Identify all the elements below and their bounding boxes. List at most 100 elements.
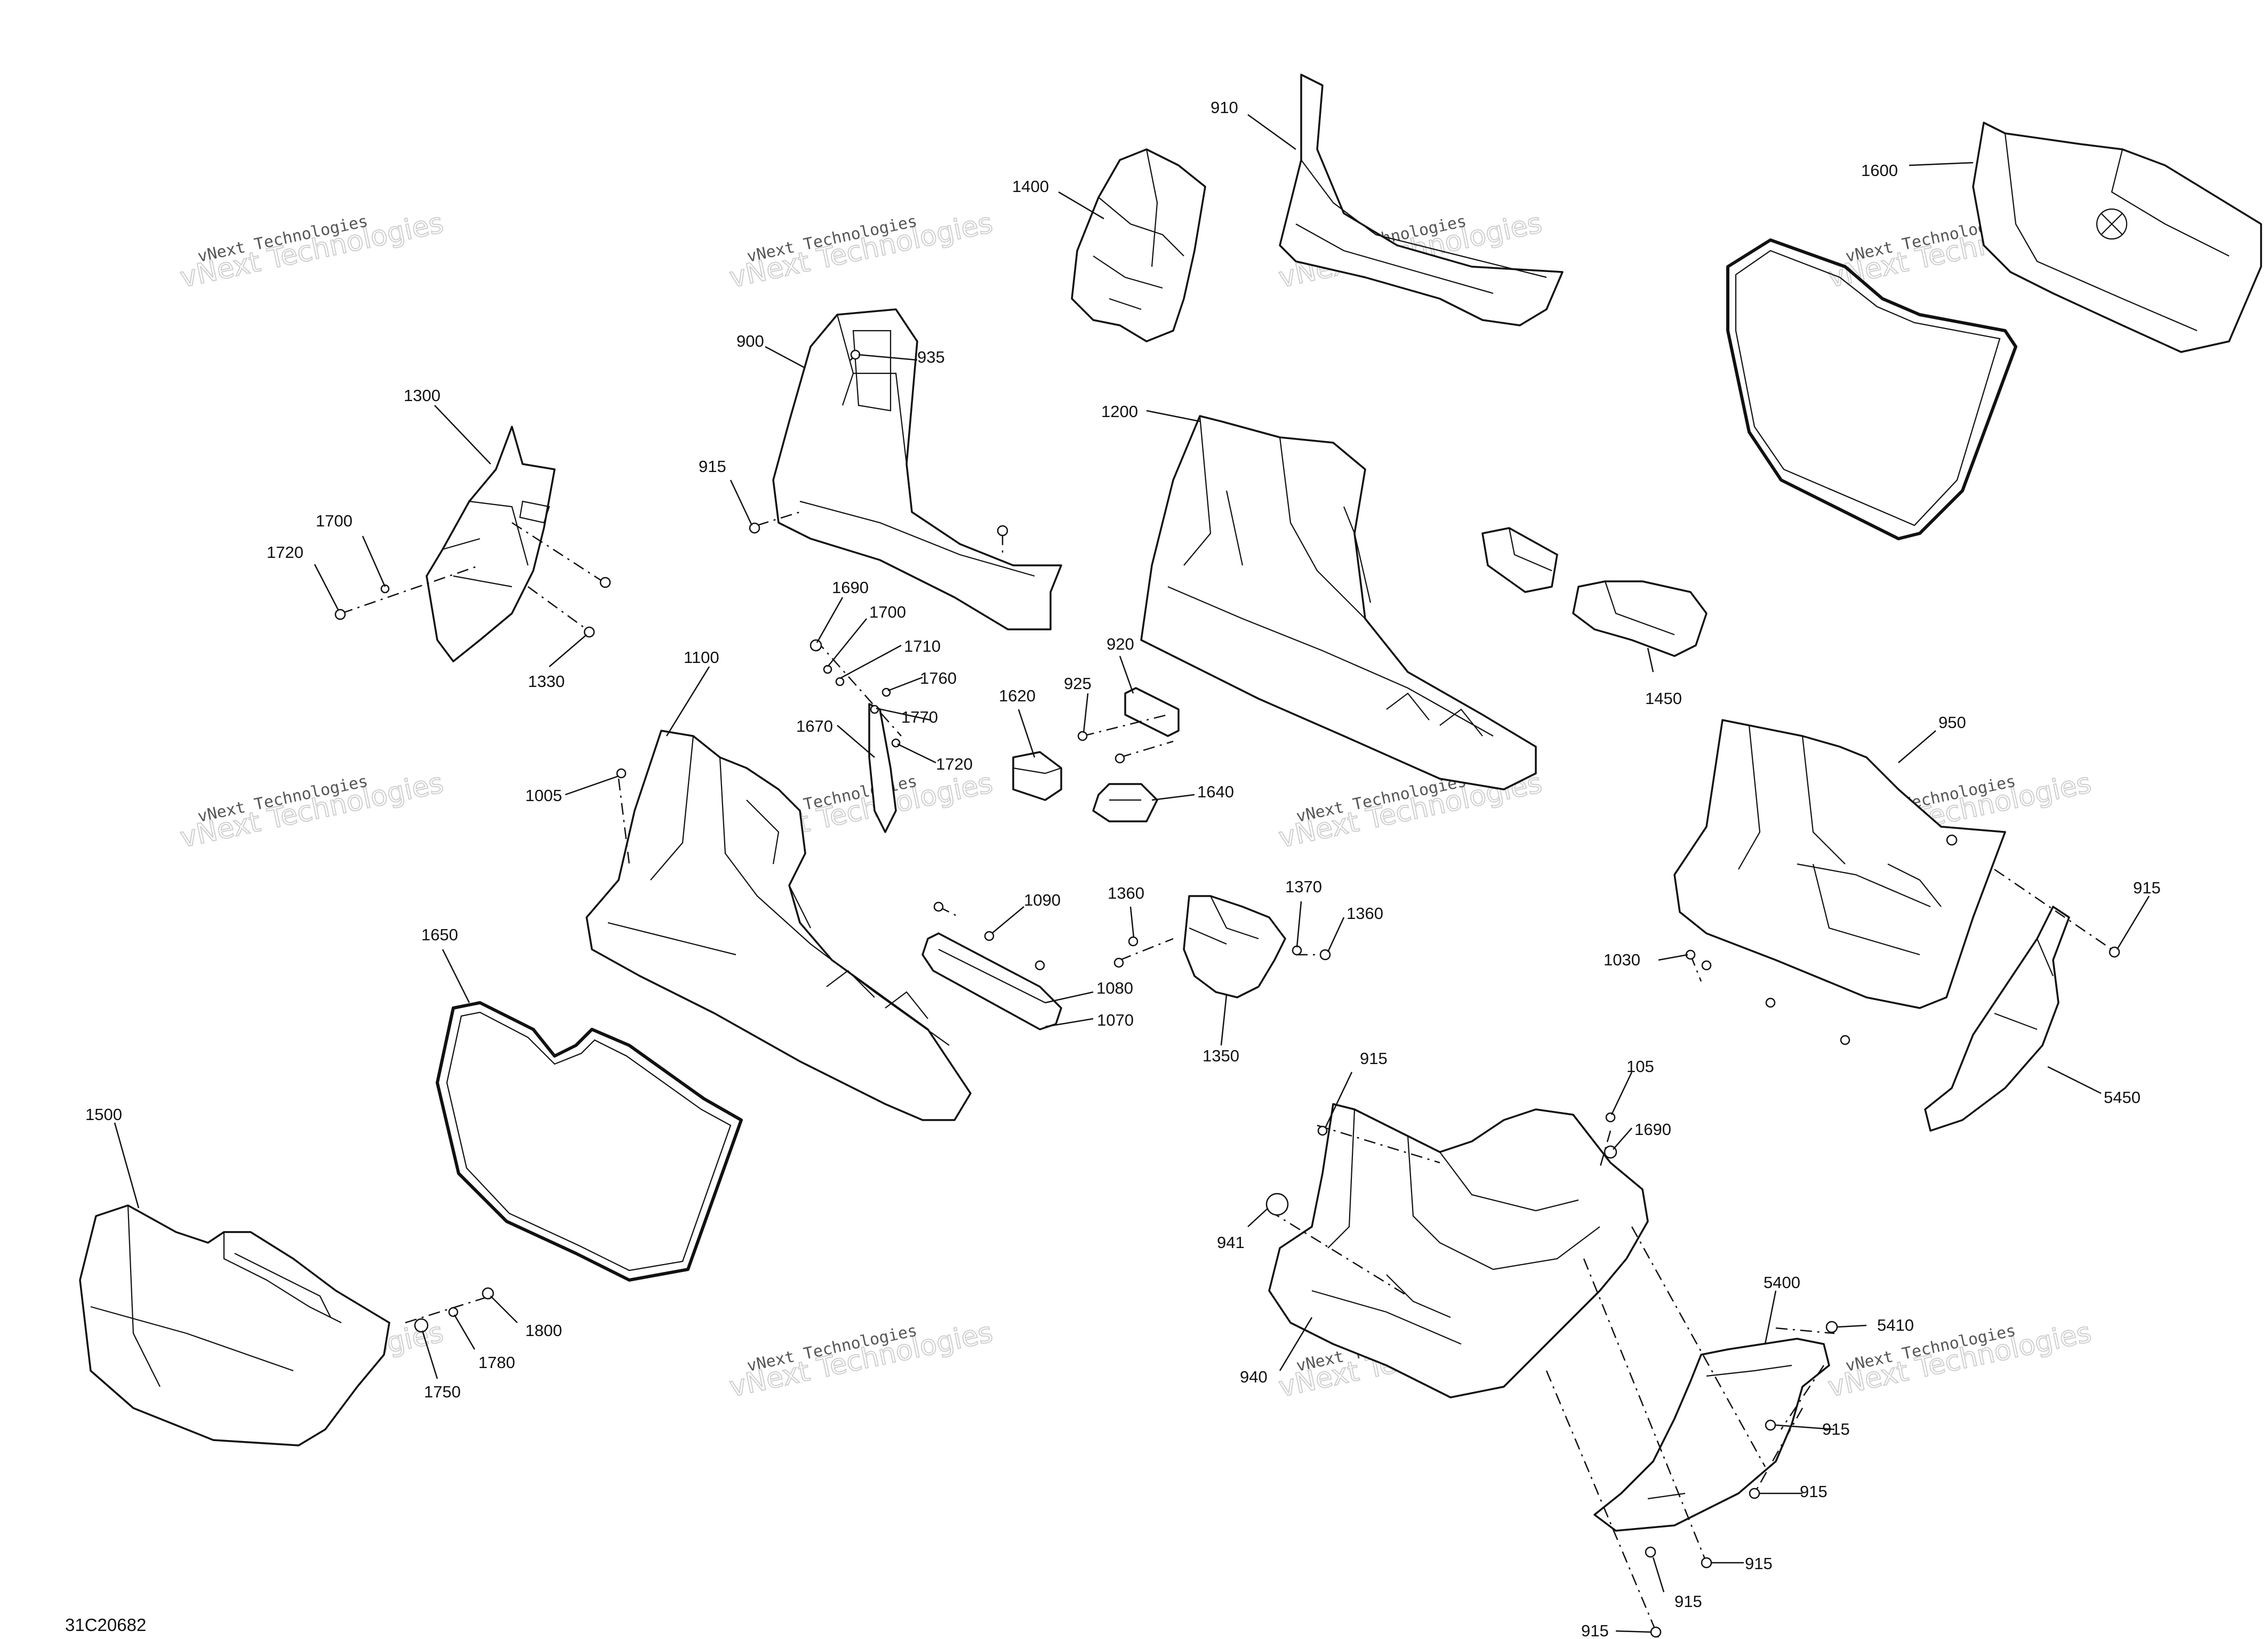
callout-5410: 5410 [1877, 1316, 1914, 1334]
diagram-reference-code: 31C20682 [65, 1615, 146, 1635]
callout-1200: 1200 [1101, 402, 1138, 421]
fastener-1690 [810, 639, 822, 652]
callout-105: 105 [1626, 1057, 1654, 1076]
fastener [1840, 1035, 1850, 1045]
callout-1620: 1620 [999, 686, 1036, 705]
fastener [1701, 960, 1712, 971]
part-1300-side-trim [426, 426, 556, 662]
fastener-915 [749, 522, 760, 534]
leader-lines [114, 114, 2150, 1633]
fastener-105 [1605, 1112, 1616, 1123]
callout-1750: 1750 [424, 1382, 461, 1401]
part-1080-rail [921, 932, 1062, 1030]
fastener [1035, 960, 1045, 971]
callout-941: 941 [1217, 1233, 1245, 1252]
fastener [599, 577, 611, 588]
callout-915: 915 [1822, 1420, 1850, 1438]
callout-1500: 1500 [85, 1105, 122, 1124]
part-1350-housing [1183, 895, 1286, 998]
fastener [1113, 957, 1124, 968]
fastener-915 [1650, 1626, 1662, 1638]
part-5400-skid-plate [1593, 1338, 1830, 1532]
fastener [1115, 753, 1125, 764]
part-920-bracket [1124, 687, 1180, 737]
callout-935: 935 [917, 348, 945, 366]
fastener-941 [1265, 1193, 1289, 1216]
fastener-915 [1317, 1125, 1328, 1136]
fastener-1770 [870, 705, 879, 714]
callout-1700: 1700 [869, 603, 906, 621]
callout-5450: 5450 [2104, 1088, 2141, 1107]
fastener-1005 [616, 768, 627, 779]
callout-5400: 5400 [1764, 1273, 1800, 1292]
fastener [1765, 997, 1776, 1008]
fastener-915 [1701, 1557, 1712, 1569]
callout-1450: 1450 [1645, 689, 1682, 708]
watermark: vNext Technologies vNext Technologies [177, 766, 447, 854]
callout-915: 915 [1745, 1554, 1773, 1573]
callout-1720: 1720 [267, 543, 303, 562]
callout-1030: 1030 [1604, 950, 1640, 969]
callout-1780: 1780 [478, 1353, 515, 1372]
callout-1650: 1650 [421, 925, 458, 944]
fastener-935 [850, 349, 861, 360]
part-940-front-floor [1268, 1103, 1649, 1398]
callout-1700: 1700 [316, 511, 352, 530]
callout-1720: 1720 [936, 755, 973, 773]
callout-1350: 1350 [1203, 1046, 1239, 1065]
callout-1360: 1360 [1347, 904, 1383, 923]
fastener-915 [1765, 1419, 1776, 1431]
watermark: vNext Technologies vNext Technologies [177, 206, 447, 294]
fastener-915 [1645, 1546, 1656, 1558]
callout-1100: 1100 [684, 648, 719, 667]
callout-915: 915 [699, 457, 726, 476]
callout-1600: 1600 [1861, 161, 1898, 180]
part-1600-right-door [1972, 122, 2262, 353]
fastener-1330 [583, 626, 595, 638]
part-1100-left-floor [586, 730, 972, 1121]
fastener-1720 [334, 609, 346, 620]
callout-915: 915 [1674, 1592, 1702, 1611]
part-1600-door-seal [1726, 238, 2017, 540]
callout-1300: 1300 [404, 386, 440, 405]
fastener-925 [1077, 731, 1088, 741]
callout-1080: 1080 [1096, 979, 1133, 997]
part-1670-strap [868, 703, 897, 833]
fastener-1750 [414, 1318, 429, 1333]
fastener-1360 [1319, 949, 1331, 961]
part-1620-bracket [1012, 751, 1062, 801]
watermark: vNext Technologies vNext Technologies [726, 1316, 996, 1404]
part-1500-left-door [79, 1204, 390, 1446]
part-latch-bracket [1481, 527, 1558, 593]
callout-915: 915 [1581, 1621, 1609, 1639]
callout-925: 925 [1064, 674, 1092, 693]
fastener-1360 [1128, 936, 1139, 947]
callout-1330: 1330 [528, 672, 565, 691]
callout-900: 900 [736, 332, 764, 350]
part-1450-latch [1572, 580, 1708, 657]
callout-1760: 1760 [920, 669, 957, 687]
fastener-5410 [1825, 1321, 1838, 1333]
fastener [933, 901, 944, 912]
callout-labels: 1300 1700 1720 1330 900 935 915 1400 910… [85, 98, 2161, 1639]
fastener-950 [1946, 834, 1958, 846]
fastener-1370 [1292, 945, 1302, 956]
callout-1005: 1005 [525, 786, 562, 805]
fastener-1090 [984, 931, 995, 941]
part-910-long-rail [1279, 74, 1564, 326]
part-5450-skid-plate [1924, 906, 2070, 1132]
callout-910: 910 [1211, 98, 1238, 117]
part-1030-right-floor [1673, 719, 2006, 1009]
callout-1710: 1710 [904, 637, 941, 655]
part-1640-bracket [1092, 783, 1158, 822]
callout-1090: 1090 [1024, 891, 1061, 909]
callout-1690: 1690 [832, 578, 869, 597]
callout-1770: 1770 [901, 708, 938, 726]
callout-920: 920 [1107, 635, 1134, 653]
fastener-915 [1749, 1488, 1760, 1499]
callout-915: 915 [1360, 1049, 1388, 1068]
watermark: vNext Technologies vNext Technologies [1825, 1316, 2095, 1404]
fastener-1710 [835, 677, 845, 686]
callout-1070: 1070 [1097, 1011, 1134, 1029]
